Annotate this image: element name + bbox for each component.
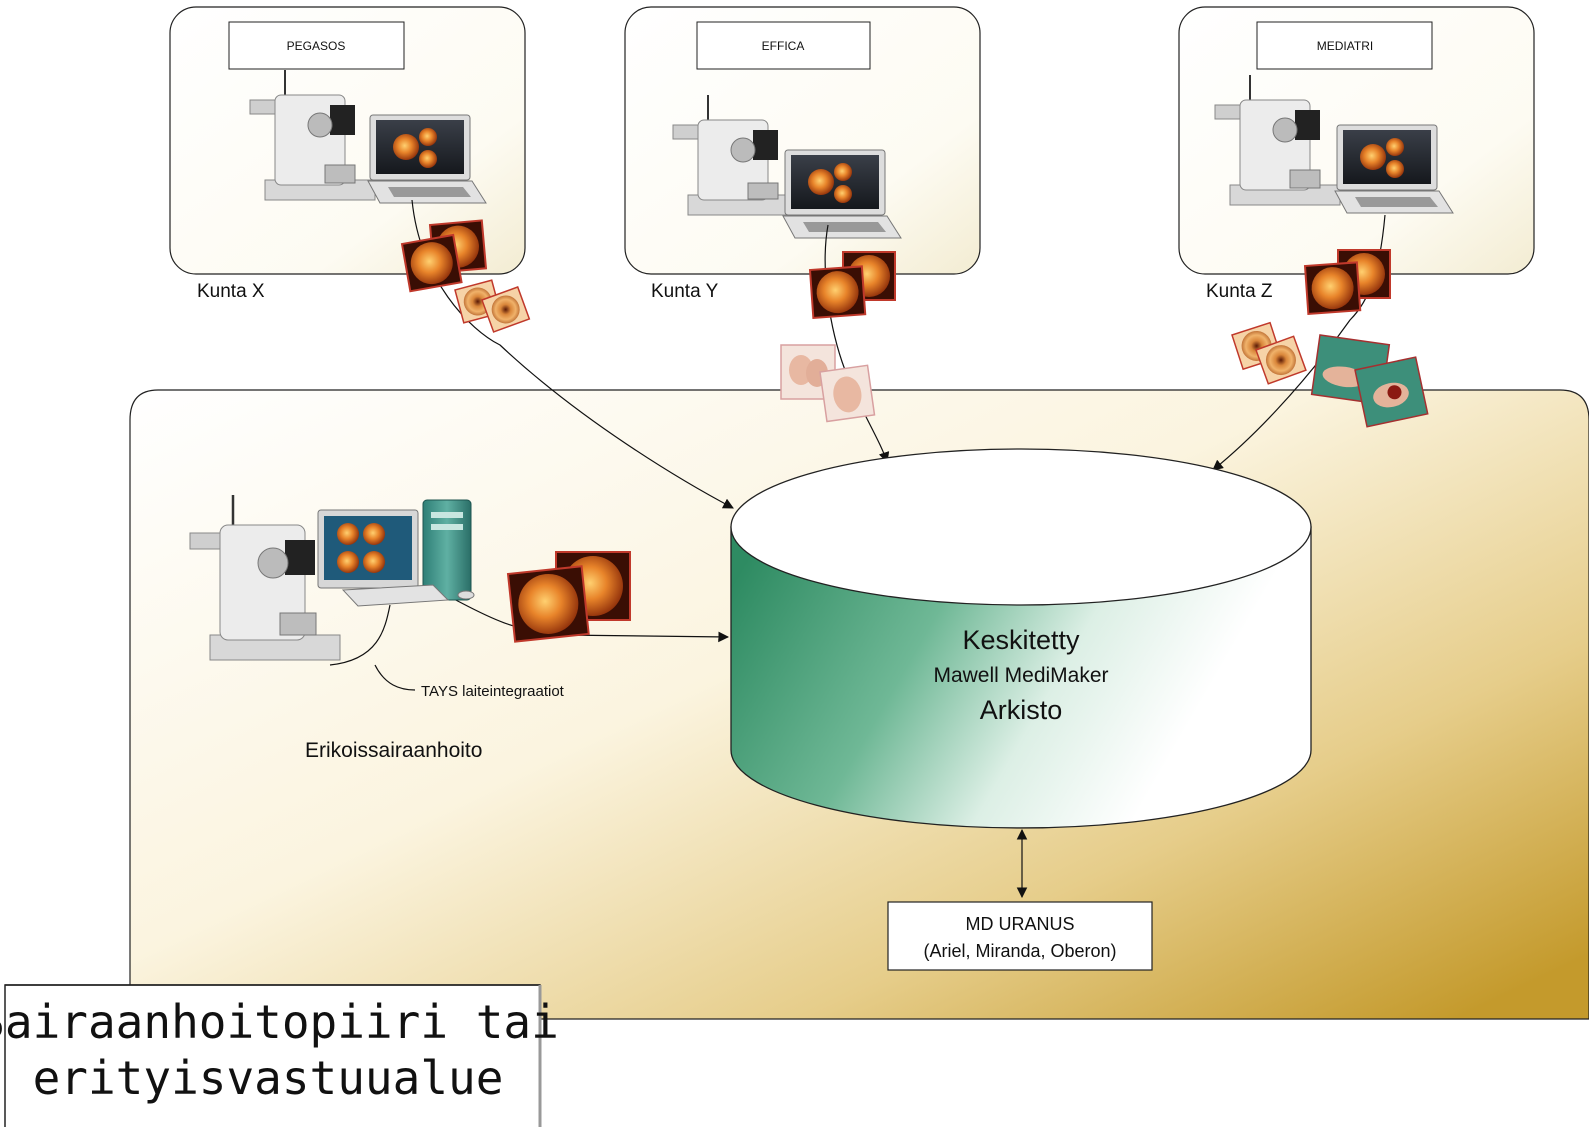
system-box-mediatri <box>1256 21 1433 70</box>
archive-title-line2: Mawell MediMaker <box>933 664 1108 687</box>
fundus-camera-icon <box>189 495 341 661</box>
region-label-line1: Sairaanhoitopiiri tai <box>0 995 559 1049</box>
laptop-icon <box>367 114 487 204</box>
fundus-photo-icon <box>1303 249 1391 315</box>
system-box-effica <box>696 21 871 70</box>
clinical-photo-icon <box>780 344 876 423</box>
archive-title-line1: Keskitetty <box>962 625 1080 655</box>
fundus-photo-icon <box>808 251 896 319</box>
archive-cylinder: Keskitetty Mawell MediMaker Arkisto <box>730 448 1312 829</box>
viewer-title: MD URANUS <box>965 914 1074 934</box>
fundus-camera-icon <box>1214 75 1341 206</box>
region-label-line2: erityisvastuualue <box>33 1051 504 1105</box>
system-label: MEDIATRI <box>1317 39 1373 53</box>
fundus-photo-icon <box>400 219 488 293</box>
fundus-photo-icon <box>506 551 631 643</box>
municipality-label: Kunta Y <box>651 281 719 302</box>
region-label-box: Sairaanhoitopiiri tai erityisvastuualue <box>0 984 559 1127</box>
site-box-x: PEGASOS <box>169 6 526 275</box>
integration-label: TAYS laiteintegraatiot <box>421 683 565 700</box>
hospital-cable <box>329 604 391 666</box>
system-label: PEGASOS <box>287 39 346 53</box>
fundus-camera-icon <box>249 70 376 201</box>
endoscopy-photo-icon <box>1231 321 1307 385</box>
laptop-icon <box>1334 124 1454 214</box>
archive-title-line3: Arkisto <box>980 695 1063 725</box>
system-label: EFFICA <box>762 39 805 53</box>
municipality-label: Kunta X <box>197 281 265 302</box>
viewer-box: MD URANUS (Ariel, Miranda, Oberon) <box>887 901 1153 971</box>
endoscopy-photo-icon <box>454 279 531 333</box>
laptop-icon <box>782 149 902 239</box>
desktop-computer-icon <box>317 499 475 607</box>
hospital-label: Erikoissairaanhoito <box>305 739 482 762</box>
municipality-label: Kunta Z <box>1206 281 1273 302</box>
clinical-photo-icon <box>1310 334 1429 428</box>
viewer-subtitle: (Ariel, Miranda, Oberon) <box>923 941 1116 961</box>
system-box-pegasos <box>228 21 405 70</box>
fundus-camera-icon <box>672 95 799 216</box>
integration-callout-line <box>374 664 416 691</box>
